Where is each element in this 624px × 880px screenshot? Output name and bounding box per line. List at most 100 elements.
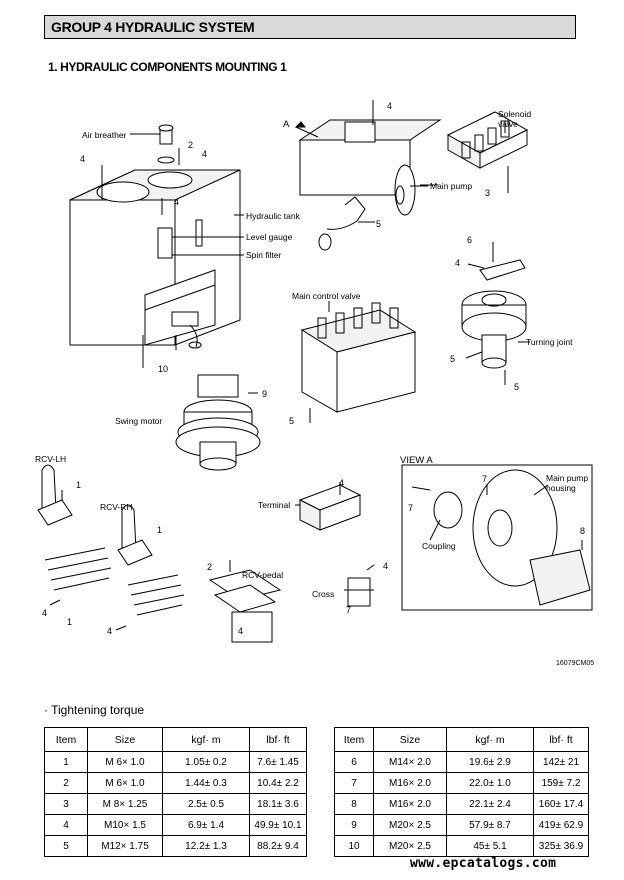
view-a-panel <box>401 464 593 611</box>
header-kgf-m: kgf· m <box>162 727 250 752</box>
callout-5-turning-joint-left: 5 <box>450 354 455 364</box>
cell-kgf-m: 22.1± 2.4 <box>446 793 534 815</box>
turning-joint-drawing <box>461 242 530 385</box>
cell-item: 7 <box>334 772 374 794</box>
callout-4-terminal: 4 <box>339 478 344 488</box>
header-size: Size <box>87 727 163 752</box>
cell-size: M20× 2.5 <box>373 814 447 836</box>
cell-kgf-m: 6.9± 1.4 <box>162 814 250 836</box>
tightening-torque-title: · Tightening torque <box>44 703 145 717</box>
cross-label: Cross <box>312 589 334 599</box>
solenoid-valve-label-line1: Solenoid <box>498 109 531 119</box>
watermark-link[interactable]: www.epcatalogs.com <box>410 856 557 871</box>
cell-kgf-m: 2.5± 0.5 <box>162 793 250 815</box>
callout-10-tank: 10 <box>158 364 168 374</box>
cell-item: 4 <box>44 814 88 836</box>
air-breather-label: Air breather <box>82 130 127 140</box>
rcv-pedal-drawing <box>208 560 282 643</box>
arrow-a-label: A <box>283 119 290 130</box>
callout-7-view-left: 7 <box>408 503 413 513</box>
rcv-lh-label: RCV-LH <box>35 454 66 464</box>
cell-size: M20× 2.5 <box>373 835 447 857</box>
group-title: GROUP 4 HYDRAULIC SYSTEM <box>44 15 576 39</box>
terminal-label: Terminal <box>258 500 290 510</box>
callout-7-cross: 7 <box>346 605 351 615</box>
cell-kgf-m: 1.05± 0.2 <box>162 751 250 773</box>
callout-9-swing-motor: 9 <box>262 389 267 399</box>
header-lbf-ft: lbf· ft <box>249 727 307 752</box>
swing-motor-drawing <box>175 374 261 471</box>
cell-item: 5 <box>44 835 88 857</box>
cell-lbf-ft: 160± 17.4 <box>533 793 589 815</box>
callout-5-mcv: 5 <box>289 416 294 426</box>
cell-lbf-ft: 18.1± 3.6 <box>249 793 307 815</box>
coupling-label: Coupling <box>422 541 456 551</box>
callout-4-cross: 4 <box>383 561 388 571</box>
rcv-rh-label: RCV-RH <box>100 502 133 512</box>
cell-size: M16× 2.0 <box>373 793 447 815</box>
callout-2-pedal: 2 <box>207 562 212 572</box>
callout-1-rcv-lh: 1 <box>67 617 72 627</box>
header-item: Item <box>44 727 88 752</box>
turning-joint-label: Turning joint <box>526 337 573 347</box>
cell-item: 8 <box>334 793 374 815</box>
main-pump-drawing <box>294 100 442 251</box>
header-lbf-ft: lbf· ft <box>533 727 589 752</box>
cell-item: 6 <box>334 751 374 773</box>
level-gauge-label: Level gauge <box>246 232 293 242</box>
section-title: 1. HYDRAULIC COMPONENTS MOUNTING 1 <box>48 60 287 74</box>
solenoid-valve-label-line2: valve <box>498 119 518 129</box>
rcv-lever-drawings <box>37 464 185 631</box>
header-size: Size <box>373 727 447 752</box>
header-item: Item <box>334 727 374 752</box>
callout-4-tank-left: 4 <box>80 154 85 164</box>
main-pump-label: Main pump <box>430 181 472 191</box>
spin-filter-label: Spin filter <box>246 250 282 260</box>
cell-size: M 6× 1.0 <box>87 751 163 773</box>
callout-3-solenoid: 3 <box>485 188 490 198</box>
cell-kgf-m: 45± 5.1 <box>446 835 534 857</box>
cell-lbf-ft: 88.2± 9.4 <box>249 835 307 857</box>
cell-size: M10× 1.5 <box>87 814 163 836</box>
cell-size: M 6× 1.0 <box>87 772 163 794</box>
cell-item: 1 <box>44 751 88 773</box>
rcv-pedal-label: RCV-pedal <box>242 570 283 580</box>
cell-lbf-ft: 10.4± 2.2 <box>249 772 307 794</box>
hydraulic-tank-drawing <box>69 124 241 368</box>
callout-7-view-top: 7 <box>482 474 487 484</box>
cell-size: M16× 2.0 <box>373 772 447 794</box>
callout-4-pedal: 4 <box>238 626 243 636</box>
hydraulic-tank-label: Hydraulic tank <box>246 211 301 221</box>
terminal-drawing <box>298 482 362 531</box>
callout-1-rcv-lh-top: 1 <box>76 480 81 490</box>
cell-lbf-ft: 49.9± 10.1 <box>249 814 307 836</box>
cell-lbf-ft: 7.6± 1.45 <box>249 751 307 773</box>
cell-item: 10 <box>334 835 374 857</box>
hydraulic-components-diagram: Air breather Hydraulic tank Level gauge … <box>35 100 593 643</box>
cross-drawing <box>344 564 375 607</box>
callout-4-rcv-rh: 4 <box>107 626 112 636</box>
callout-5-turning-joint-bottom: 5 <box>514 382 519 392</box>
figure-code: 16079CM05 <box>556 660 595 667</box>
cell-kgf-m: 12.2± 1.3 <box>162 835 250 857</box>
cell-kgf-m: 22.0± 1.0 <box>446 772 534 794</box>
callout-8-view: 8 <box>580 526 585 536</box>
cell-kgf-m: 19.6± 2.9 <box>446 751 534 773</box>
cell-kgf-m: 1.44± 0.3 <box>162 772 250 794</box>
main-pump-housing-label-line1: Main pump <box>546 473 588 483</box>
main-control-valve-label: Main control valve <box>292 291 361 301</box>
cell-size: M 8× 1.25 <box>87 793 163 815</box>
main-control-valve-drawing <box>300 301 417 423</box>
swing-motor-label: Swing motor <box>115 416 162 426</box>
cell-item: 9 <box>334 814 374 836</box>
callout-4-rcv-lh: 4 <box>42 608 47 618</box>
